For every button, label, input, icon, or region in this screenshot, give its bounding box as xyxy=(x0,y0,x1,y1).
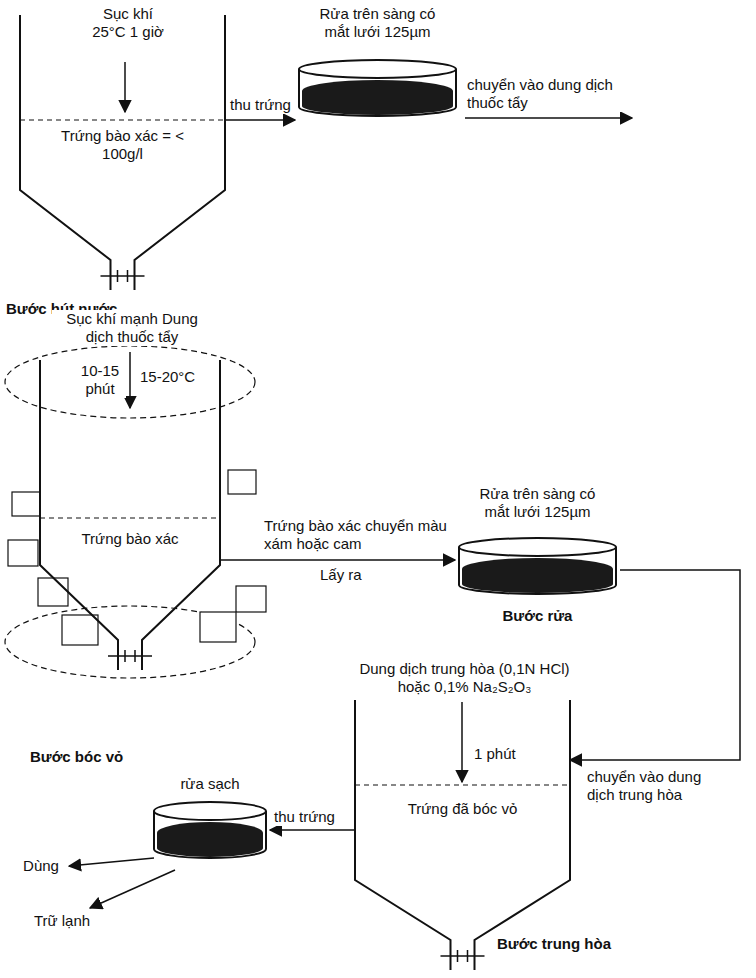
node-text: Trứng bào xác xyxy=(60,530,200,548)
node-text: Rửa trên sàng có mắt lưới 125µm xyxy=(310,5,445,41)
transfer-arrow xyxy=(465,117,632,119)
edge-label: thu trứng xyxy=(228,96,296,114)
cooling-zone xyxy=(5,346,255,418)
use-terminal: Dùng xyxy=(15,855,67,877)
edge-label: thu trứng xyxy=(272,808,354,826)
sieve: Rửa trên sàng có mắt lưới 125µm xyxy=(295,5,460,130)
note-label: chuyển vào dung dịch thuốc tẩy xyxy=(465,76,634,112)
sieve-outline xyxy=(295,57,460,121)
node-text: Trữ lạnh xyxy=(22,912,102,930)
node-text: rửa sạch xyxy=(160,775,260,793)
node-text: Trứng bào xác = < 100g/l xyxy=(58,127,188,163)
note-label: Sục khí mạnh Dung dịch thuốc tẩy xyxy=(52,310,212,346)
ice-blocks xyxy=(8,470,266,645)
flow-arrow xyxy=(69,858,154,866)
storage-terminal: Trữ lạnh xyxy=(22,910,102,932)
cooling-zone xyxy=(5,606,255,678)
step-title: Bước trung hòa xyxy=(495,935,639,953)
flow-arrow xyxy=(220,559,455,561)
note-label: 10-15 phút xyxy=(74,362,126,398)
note-label: 1 phút xyxy=(472,745,536,763)
note-label: Lấy ra xyxy=(318,566,402,584)
node-text: Rửa trên sàng có mắt lưới 125µm xyxy=(470,485,605,521)
note-label: Dung dịch trung hòa (0,1N HCl) hoặc 0,1%… xyxy=(340,660,589,696)
tank: Trứng bào xác xyxy=(40,360,220,670)
flow-arrow xyxy=(90,870,175,908)
step-name: Bước rửa xyxy=(478,607,598,625)
air-arrow xyxy=(124,62,126,112)
air-arrow xyxy=(129,352,131,408)
node-text: Dùng xyxy=(15,857,67,875)
sieve-outline xyxy=(150,799,270,863)
flow-arrow xyxy=(225,119,295,121)
node-text: Trứng đã bóc vỏ xyxy=(388,800,538,818)
tank: Trứng bào xác = < 100g/l xyxy=(20,15,225,290)
tank-outline xyxy=(355,700,570,970)
flow-arrow xyxy=(270,829,355,831)
tank: Trứng đã bóc vỏ xyxy=(355,700,570,970)
edge-label: Trứng bào xác chuyển màu xám hoặc cam xyxy=(262,517,456,553)
note-label: Sục khí 25°C 1 giờ xyxy=(86,5,170,41)
step-title: Bước bóc vỏ xyxy=(28,748,152,766)
tank-outline xyxy=(40,360,220,670)
sieve-outline xyxy=(455,535,620,599)
sieve: Rửa trên sàng có mắt lưới 125µmBước rửa xyxy=(455,485,620,645)
sieve: rửa sạch xyxy=(150,775,270,870)
solution-arrow xyxy=(461,702,463,782)
edge-label: chuyển vào dung dịch trung hòa xyxy=(585,768,729,804)
flow-arrow xyxy=(570,570,740,760)
note-label: 15-20°C xyxy=(138,368,212,386)
